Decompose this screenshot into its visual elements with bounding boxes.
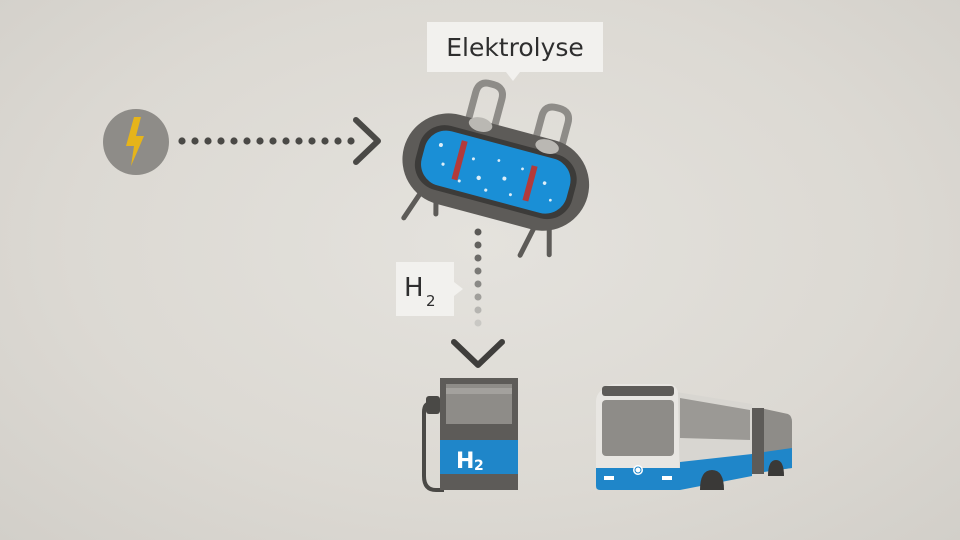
power-to-electrolyser-arrow xyxy=(178,117,381,165)
power-source-icon xyxy=(103,109,169,175)
electrolysis-label-text: Elektrolyse xyxy=(446,33,584,62)
electrolysis-label: Elektrolyse xyxy=(427,22,603,81)
hydrogen-fuel-pump-icon: H 2 xyxy=(422,378,518,492)
electrolyser-tank-icon xyxy=(401,79,590,258)
hydrogen-label-subscript: 2 xyxy=(426,292,436,310)
articulated-bus-icon xyxy=(596,384,792,490)
hydrogen-label-main: H xyxy=(404,273,424,303)
hydrogen-flow-arrow xyxy=(451,228,505,368)
lightning-icon xyxy=(126,117,144,166)
pump-label-main: H xyxy=(456,449,474,474)
pump-label-subscript: 2 xyxy=(474,458,484,474)
hydrogen-label: H 2 xyxy=(396,262,463,316)
